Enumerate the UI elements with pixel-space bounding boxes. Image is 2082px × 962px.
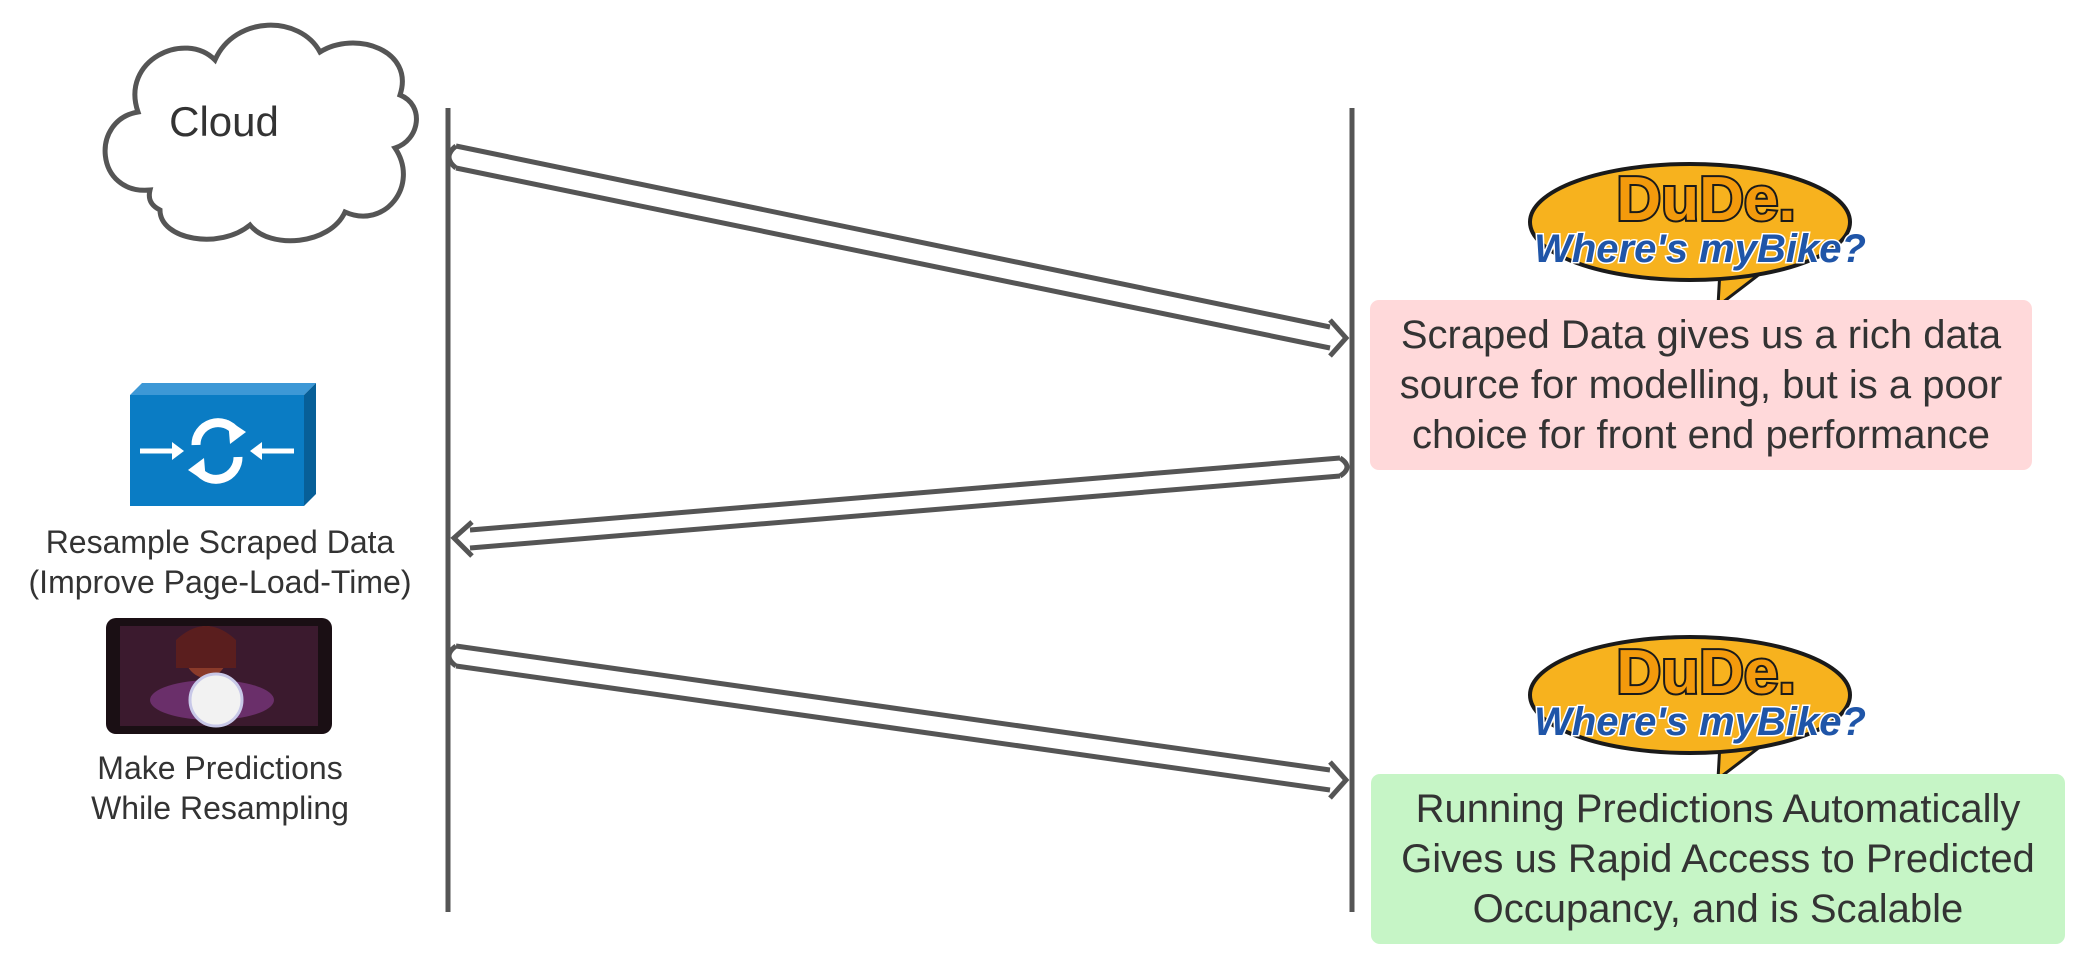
note1-line2: source for modelling, but is a poor	[1399, 363, 2003, 407]
resample-label: Resample Scraped Data (Improve Page-Load…	[0, 522, 440, 602]
cloud-label: Cloud	[169, 98, 279, 145]
scraped-data-note: Scraped Data gives us a rich data source…	[1370, 300, 2032, 470]
note2-line1: Running Predictions Automatically	[1415, 787, 2021, 831]
arrow-predict-to-logo	[446, 643, 1350, 800]
dude-logo-bottom: DuDe. Where's myBike?	[1528, 635, 1867, 783]
predict-label-line2: While Resampling	[91, 790, 349, 826]
resample-label-line2: (Improve Page-Load-Time)	[28, 564, 412, 600]
predictions-note: Running Predictions Automatically Gives …	[1371, 774, 2065, 944]
logo-line1: DuDe.	[1616, 165, 1795, 234]
dude-logo-top: DuDe. Where's myBike?	[1528, 162, 1867, 310]
logo-line2: Where's myBike?	[1534, 700, 1866, 744]
logo-line1: DuDe.	[1616, 638, 1795, 707]
predict-label-line1: Make Predictions	[97, 750, 343, 786]
fortune-teller-image	[106, 618, 332, 734]
predict-label: Make Predictions While Resampling	[40, 748, 400, 828]
logo-line2: Where's myBike?	[1534, 227, 1866, 271]
arrow-cloud-to-logo	[446, 143, 1350, 358]
note2-line2: Gives us Rapid Access to Predicted	[1401, 837, 2035, 881]
note1-line1: Scraped Data gives us a rich data	[1400, 313, 2002, 357]
cloud-shape	[102, 22, 419, 244]
note1-line3: choice for front end performance	[1411, 413, 1991, 457]
resample-label-line1: Resample Scraped Data	[45, 524, 395, 560]
arrow-logo-to-resample	[450, 455, 1350, 558]
resample-icon	[130, 383, 316, 506]
note2-line3: Occupancy, and is Scalable	[1472, 887, 1964, 931]
